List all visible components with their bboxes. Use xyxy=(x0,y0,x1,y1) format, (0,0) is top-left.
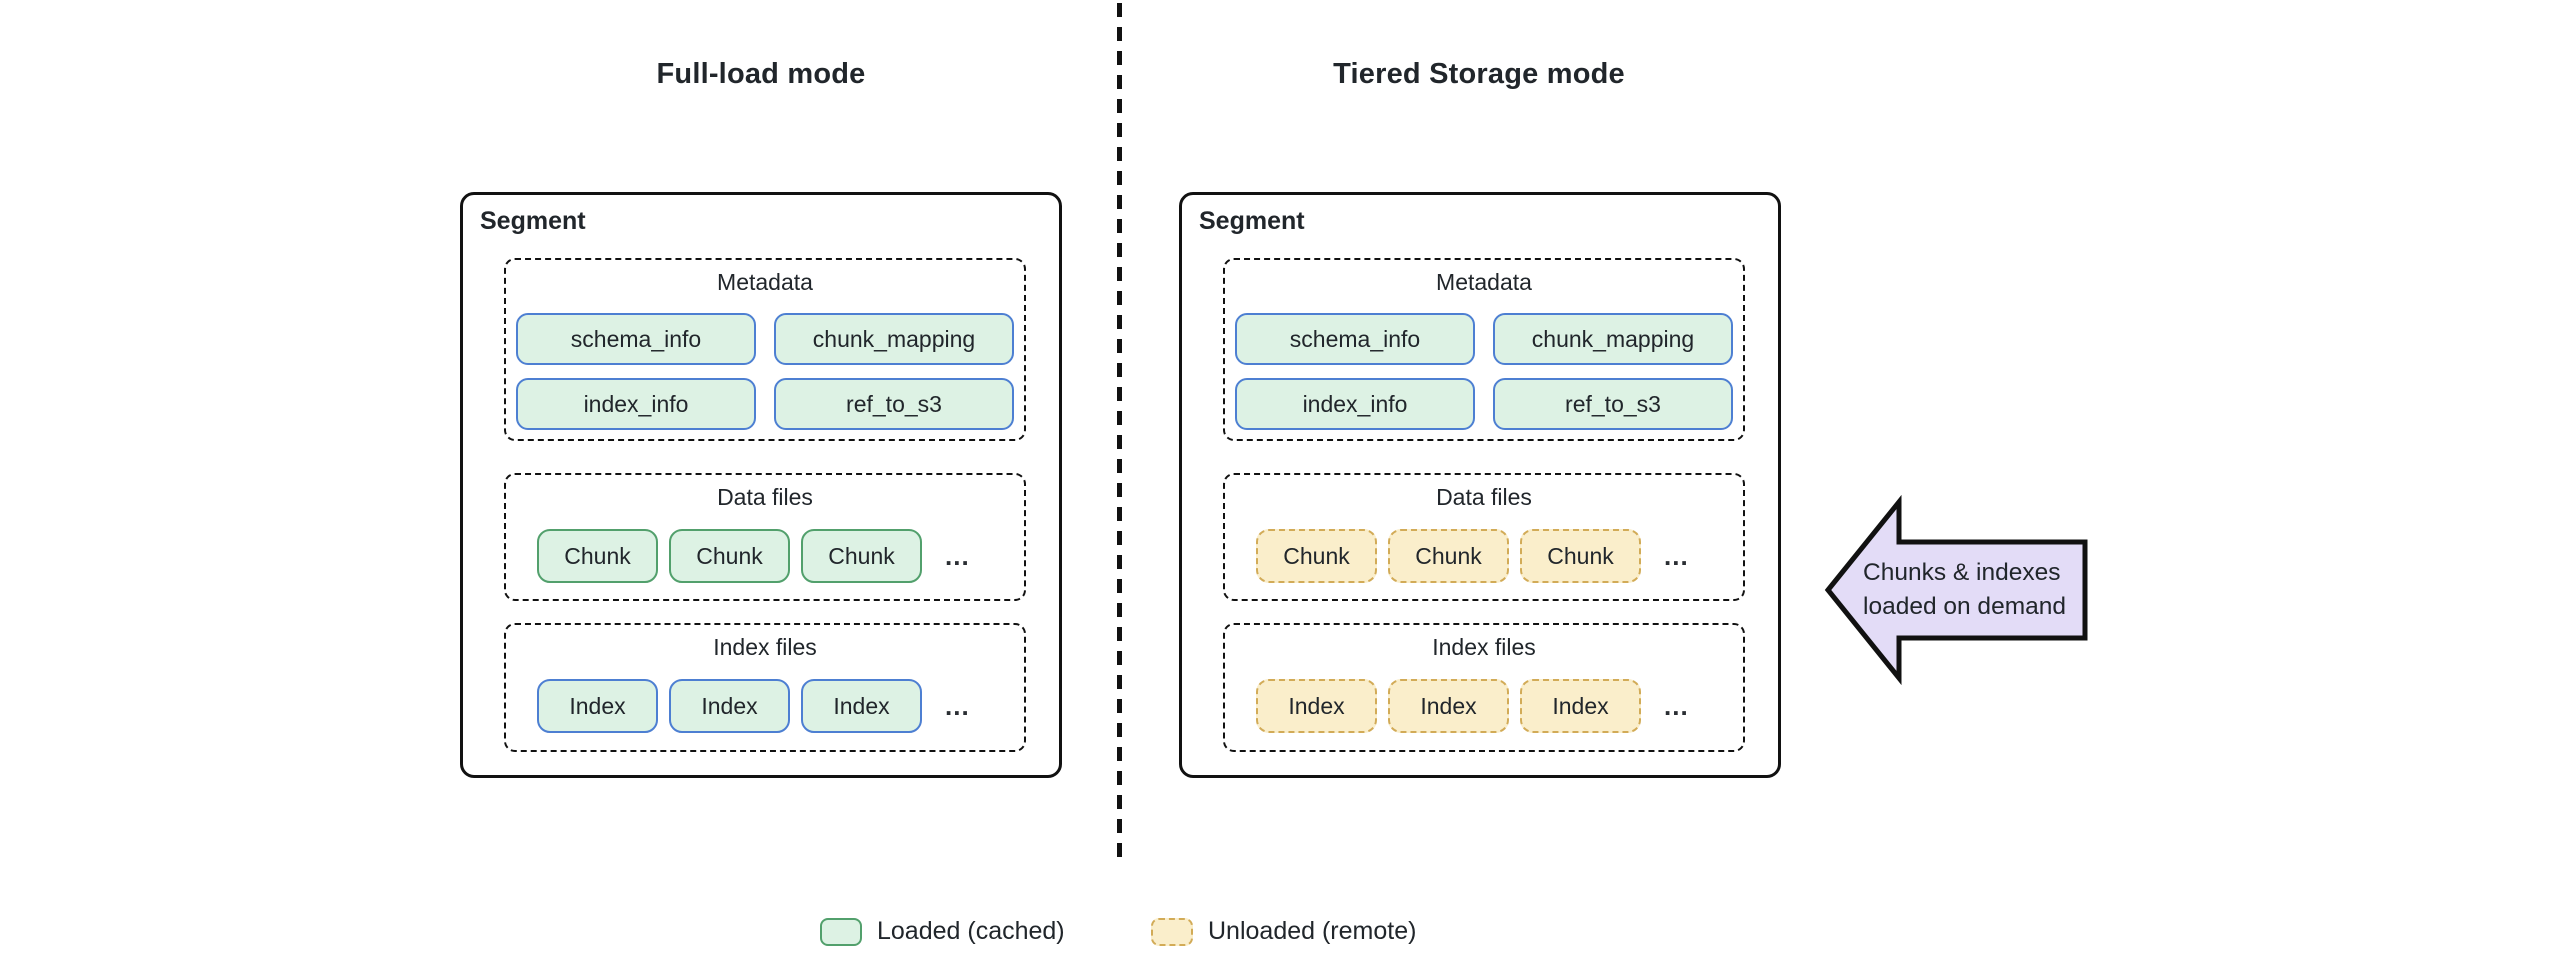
annotation-line2: loaded on demand xyxy=(1863,593,2066,620)
segment-panel-full-load: Segment Metadata schema_info chunk_mappi… xyxy=(460,192,1062,778)
index-files-title: Index files xyxy=(713,634,817,660)
index-files-group-full-load: Index files Index Index Index ... xyxy=(504,623,1026,752)
vertical-dashed-divider xyxy=(1117,3,1122,863)
box-index-info: index_info xyxy=(1235,378,1475,430)
ellipsis: ... xyxy=(945,690,970,721)
metadata-group-full-load: Metadata schema_info chunk_mapping index… xyxy=(504,258,1026,441)
chunk-box-loaded: Chunk xyxy=(669,529,790,583)
data-files-title: Data files xyxy=(717,484,813,510)
chunk-box-unloaded: Chunk xyxy=(1520,529,1641,583)
segment-label: Segment xyxy=(1199,207,1305,235)
metadata-title: Metadata xyxy=(1436,269,1532,295)
chunk-row: Chunk Chunk Chunk ... xyxy=(537,529,970,583)
segment-label: Segment xyxy=(480,207,586,235)
data-files-group-full-load: Data files Chunk Chunk Chunk ... xyxy=(504,473,1026,601)
ellipsis: ... xyxy=(945,540,970,571)
left-block-arrow-icon xyxy=(1824,494,2088,686)
chunk-box-loaded: Chunk xyxy=(801,529,922,583)
data-files-title: Data files xyxy=(1436,484,1532,510)
index-box-unloaded: Index xyxy=(1256,679,1377,733)
index-box-unloaded: Index xyxy=(1520,679,1641,733)
legend-label-unloaded: Unloaded (remote) xyxy=(1208,917,1417,945)
index-files-group-tiered: Index files Index Index Index ... xyxy=(1223,623,1745,752)
chunk-box-unloaded: Chunk xyxy=(1388,529,1509,583)
legend-label-loaded: Loaded (cached) xyxy=(877,917,1065,945)
metadata-grid: schema_info chunk_mapping index_info ref… xyxy=(516,313,1014,430)
index-row: Index Index Index ... xyxy=(537,679,970,733)
annotation-text: Chunks & indexes loaded on demand xyxy=(1863,556,2066,624)
box-chunk-mapping: chunk_mapping xyxy=(1493,313,1733,365)
index-box-loaded: Index xyxy=(537,679,658,733)
index-box-unloaded: Index xyxy=(1388,679,1509,733)
ellipsis: ... xyxy=(1664,540,1689,571)
annotation-arrow: Chunks & indexes loaded on demand xyxy=(1813,492,2103,688)
chunk-row: Chunk Chunk Chunk ... xyxy=(1256,529,1689,583)
chunk-box-loaded: Chunk xyxy=(537,529,658,583)
legend-item-loaded: Loaded (cached) xyxy=(820,917,1065,946)
chunk-box-unloaded: Chunk xyxy=(1256,529,1377,583)
index-box-loaded: Index xyxy=(801,679,922,733)
index-row: Index Index Index ... xyxy=(1256,679,1689,733)
metadata-title: Metadata xyxy=(717,269,813,295)
box-chunk-mapping: chunk_mapping xyxy=(774,313,1014,365)
data-files-group-tiered: Data files Chunk Chunk Chunk ... xyxy=(1223,473,1745,601)
box-index-info: index_info xyxy=(516,378,756,430)
metadata-grid: schema_info chunk_mapping index_info ref… xyxy=(1235,313,1733,430)
box-schema-info: schema_info xyxy=(1235,313,1475,365)
box-ref-to-s3: ref_to_s3 xyxy=(774,378,1014,430)
index-files-title: Index files xyxy=(1432,634,1536,660)
box-ref-to-s3: ref_to_s3 xyxy=(1493,378,1733,430)
annotation-line1: Chunks & indexes xyxy=(1863,559,2061,586)
segment-panel-tiered: Segment Metadata schema_info chunk_mappi… xyxy=(1179,192,1781,778)
legend-item-unloaded: Unloaded (remote) xyxy=(1151,917,1416,946)
metadata-group-tiered: Metadata schema_info chunk_mapping index… xyxy=(1223,258,1745,441)
index-box-loaded: Index xyxy=(669,679,790,733)
legend-swatch-unloaded xyxy=(1151,917,1193,946)
title-full-load-mode: Full-load mode xyxy=(656,58,866,90)
legend-swatch-loaded xyxy=(820,917,862,946)
box-schema-info: schema_info xyxy=(516,313,756,365)
title-tiered-storage-mode: Tiered Storage mode xyxy=(1333,58,1625,90)
ellipsis: ... xyxy=(1664,690,1689,721)
